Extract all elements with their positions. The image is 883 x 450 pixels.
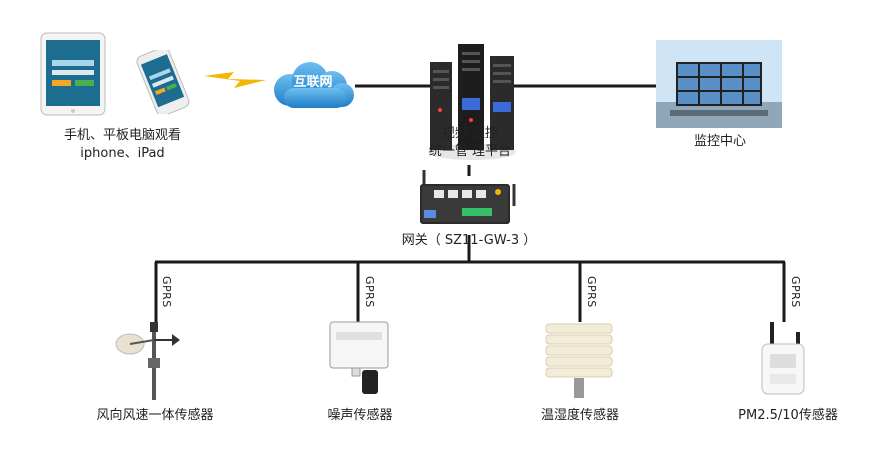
sensor-label-temp: 温湿度传感器	[540, 408, 619, 423]
monitoring-center-icon	[656, 40, 782, 128]
platform-label-line1: 视频 监控	[441, 126, 499, 141]
gateway-label: 网关（ SZ11-GW-3 ）	[401, 233, 537, 248]
gprs-label-pm: GPRS	[789, 276, 802, 308]
cloud-label: 互联网	[293, 75, 333, 90]
sensor-label-wind: 风向风速一体传感器	[96, 408, 214, 423]
server-rack-icon	[428, 44, 516, 160]
sensor-label-pm: PM2.5/10传感器	[738, 408, 838, 423]
sensor-label-noise: 噪声传感器	[327, 408, 393, 423]
pm-sensor-icon	[761, 322, 805, 395]
phone-icon	[136, 50, 190, 114]
wind-sensor-icon	[115, 322, 180, 400]
gprs-label-wind: GPRS	[160, 276, 173, 308]
tablet-icon	[40, 32, 106, 116]
mobile-label-line1: 手机、平板电脑观看	[63, 128, 181, 143]
noise-sensor-icon	[329, 321, 389, 394]
temperature-humidity-sensor-icon	[545, 323, 613, 398]
gprs-label-temp: GPRS	[585, 276, 598, 308]
gprs-label-noise: GPRS	[363, 276, 376, 308]
center-label: 监控中心	[693, 134, 746, 149]
wireless-bolt-icon	[204, 72, 266, 88]
internet-cloud-icon	[274, 62, 354, 108]
gateway-device-icon	[420, 170, 516, 224]
mobile-label-line2: iphone、iPad	[80, 146, 165, 161]
platform-label-line2: 统一管 理平台	[428, 144, 512, 159]
